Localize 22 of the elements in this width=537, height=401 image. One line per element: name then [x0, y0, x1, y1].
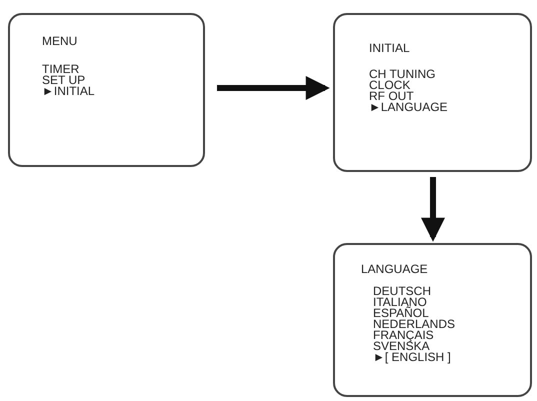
arrow [217, 76, 330, 100]
menu-item: SET UP [42, 75, 86, 86]
menu-item: ESPAÑOL [373, 308, 429, 319]
menu-heading: LANGUAGE [361, 263, 428, 276]
menu-item: NEDERLANDS [373, 319, 456, 330]
menu-item: SVENSKA [373, 341, 430, 352]
screen-display [333, 13, 532, 172]
menu-item: CH TUNING [369, 69, 436, 80]
menu-item: ►[ ENGLISH ] [373, 352, 452, 363]
menu-item: FRANÇAIS [373, 330, 434, 341]
menu-item: RF OUT [369, 91, 414, 102]
menu-heading: INITIAL [369, 42, 410, 55]
arrow [421, 177, 445, 242]
menu-item: DEUTSCH [373, 286, 432, 297]
menu-item: ►LANGUAGE [369, 102, 448, 113]
screen-display [333, 243, 532, 397]
screen-display [8, 13, 205, 167]
menu-item: ►INITIAL [42, 86, 95, 97]
menu-item: ITALIANO [373, 297, 427, 308]
menu-item: TIMER [42, 64, 80, 75]
menu-heading: MENU [42, 35, 78, 48]
menu-item: CLOCK [369, 80, 410, 91]
